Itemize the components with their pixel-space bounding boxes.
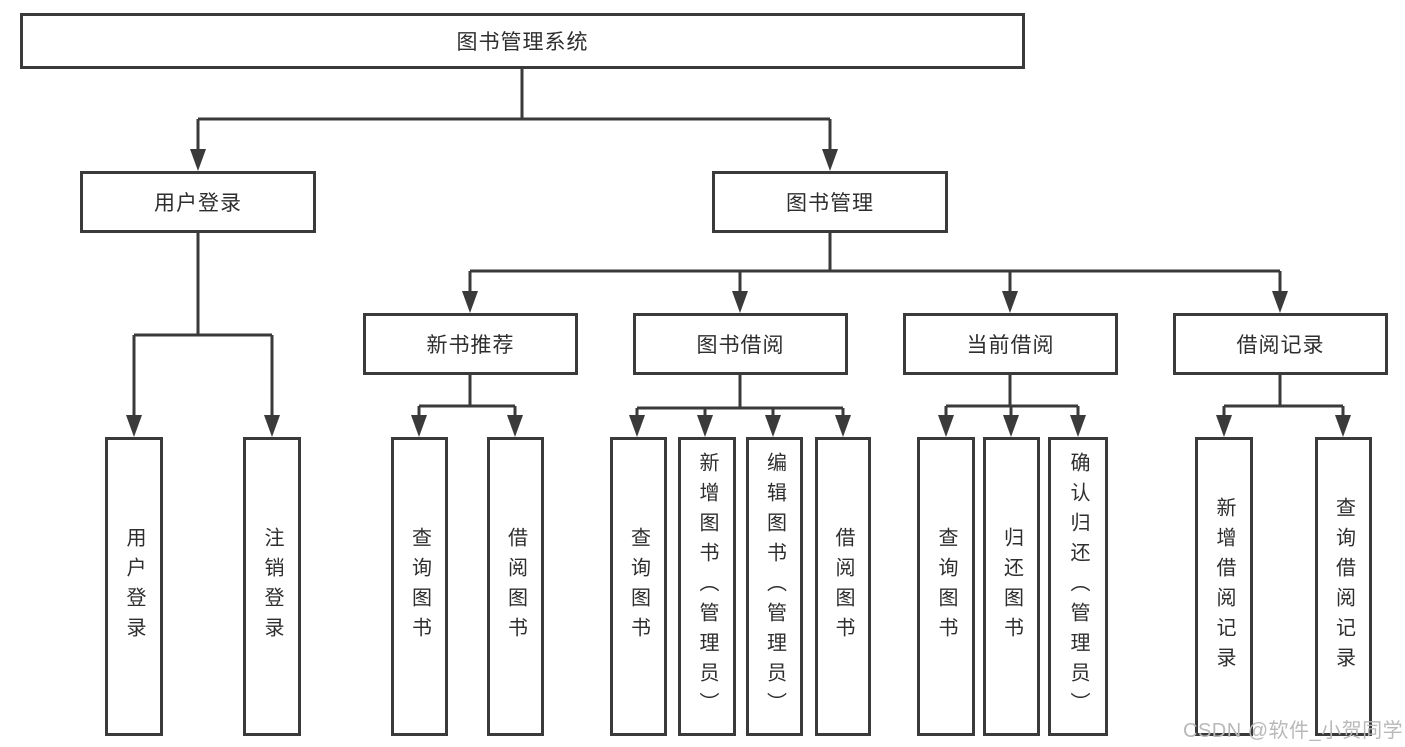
leaf-query-books-recommend-label: 查询图书 xyxy=(408,526,431,647)
leaf-borrow-books: 借阅图书 xyxy=(815,437,871,736)
leaf-add-books-admin: 新增图书（管理员） xyxy=(678,437,736,736)
leaf-edit-books-admin: 编辑图书（管理员） xyxy=(746,437,803,736)
leaf-query-books-borrow-label: 查询图书 xyxy=(627,526,650,647)
node-user-login: 用户登录 xyxy=(80,171,316,233)
leaf-query-books-borrow: 查询图书 xyxy=(610,437,667,736)
leaf-add-borrow-record-label: 新增借阅记录 xyxy=(1213,496,1235,677)
node-book-borrowing: 图书借阅 xyxy=(633,313,848,375)
node-library-management-system: 图书管理系统 xyxy=(20,13,1025,69)
leaf-borrow-books-label: 借阅图书 xyxy=(832,526,854,647)
connector-paths xyxy=(132,69,1345,419)
leaf-return-books: 归还图书 xyxy=(983,437,1040,736)
leaf-return-books-label: 归还图书 xyxy=(1000,526,1023,647)
leaf-edit-books-admin-label: 编辑图书（管理员） xyxy=(763,451,786,722)
node-new-book-recommendation: 新书推荐 xyxy=(363,313,578,375)
leaf-confirm-return-admin: 确认归还（管理员） xyxy=(1048,437,1108,736)
csdn-watermark: CSDN @软件_小贺同学 xyxy=(1183,720,1404,742)
leaf-add-borrow-record: 新增借阅记录 xyxy=(1195,437,1253,736)
leaf-user-login-label: 用户登录 xyxy=(123,526,145,647)
leaf-confirm-return-admin-label: 确认归还（管理员） xyxy=(1067,451,1089,722)
leaf-add-books-admin-label: 新增图书（管理员） xyxy=(696,451,718,722)
leaf-user-login: 用户登录 xyxy=(105,437,163,736)
leaf-query-books-recommend: 查询图书 xyxy=(391,437,448,736)
leaf-query-books-current: 查询图书 xyxy=(917,437,975,736)
leaf-query-borrow-record-label: 查询借阅记录 xyxy=(1332,496,1355,677)
node-current-borrowing: 当前借阅 xyxy=(903,313,1118,375)
leaf-borrow-books-recommend: 借阅图书 xyxy=(487,437,544,736)
leaf-logout: 注销登录 xyxy=(243,437,301,736)
leaf-logout-label: 注销登录 xyxy=(261,526,283,647)
leaf-query-books-current-label: 查询图书 xyxy=(935,526,957,647)
arrowheads xyxy=(126,149,1351,437)
node-book-management: 图书管理 xyxy=(712,171,948,233)
leaf-query-borrow-record: 查询借阅记录 xyxy=(1315,437,1372,736)
leaf-borrow-books-recommend-label: 借阅图书 xyxy=(504,526,527,647)
node-borrowing-records: 借阅记录 xyxy=(1173,313,1388,375)
